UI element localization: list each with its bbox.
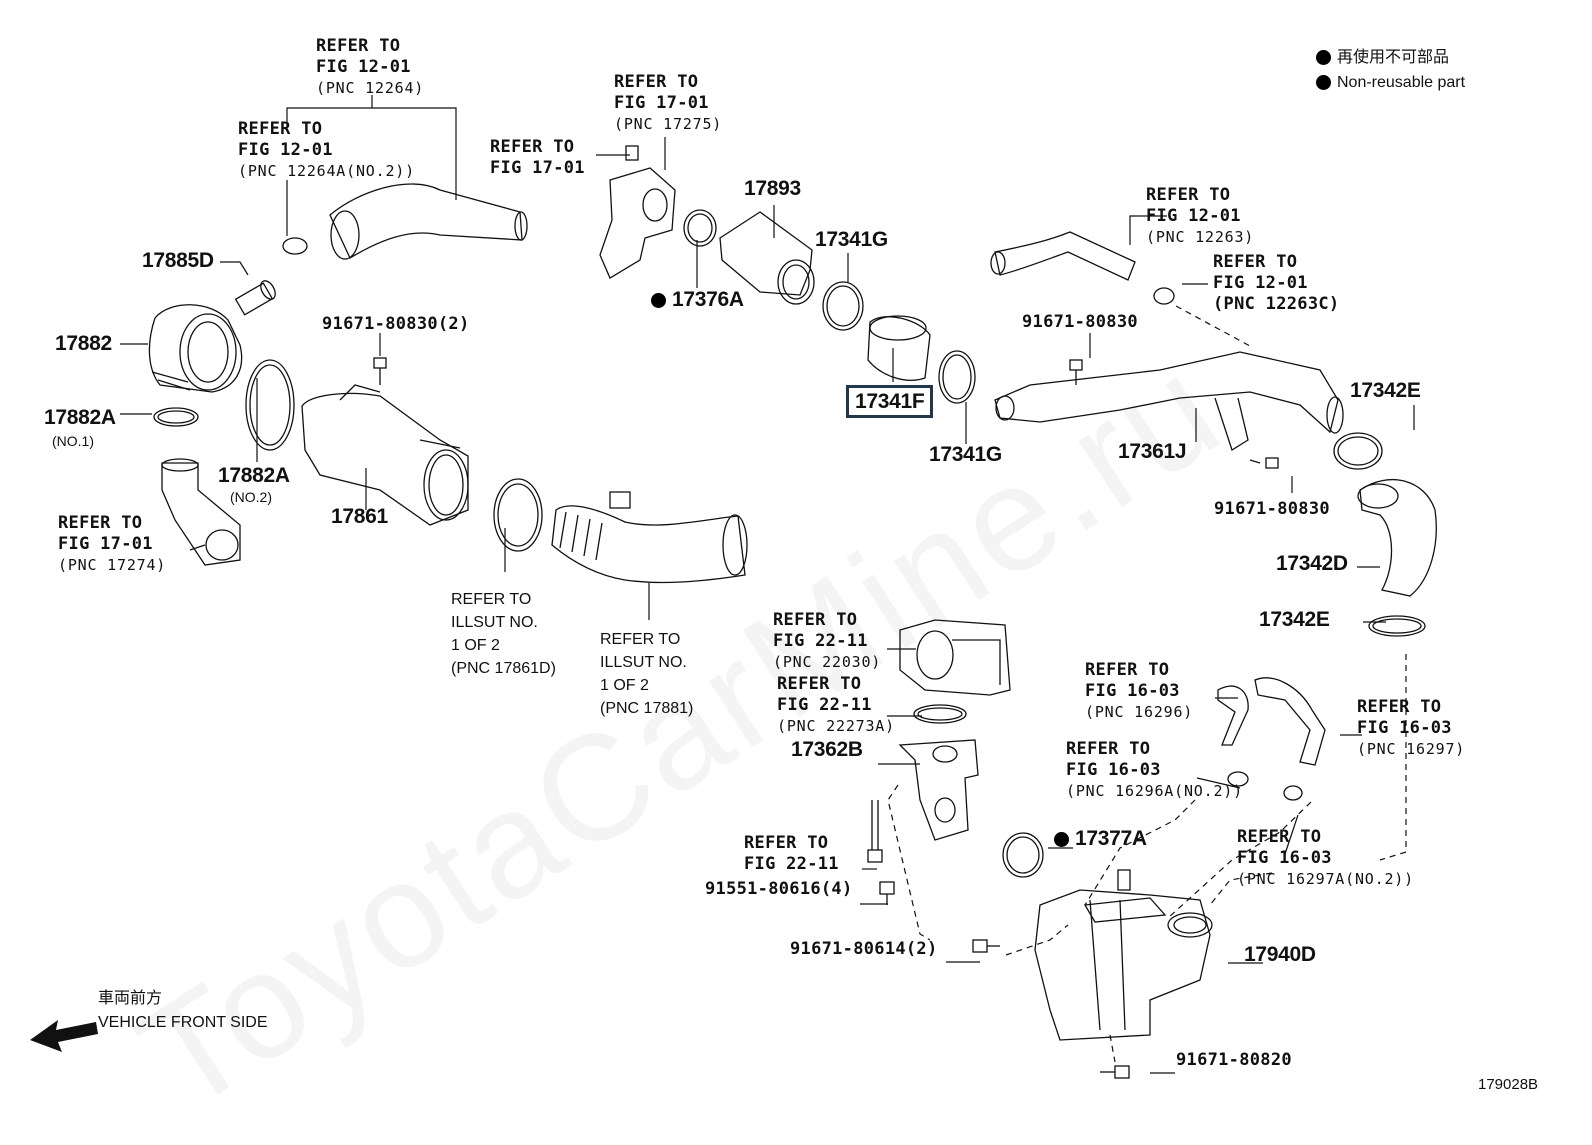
part-label-91671-80830-lower: 91671-80830 [1214,499,1330,519]
refer-callout-17881: REFER TO ILLSUT NO. 1 OF 2 (PNC 17881) [600,631,694,717]
part-label-17362B: 17362B [791,738,863,761]
legend-en: Non-reusable part [1316,75,1465,91]
adapter-17362B [900,740,978,840]
refer-callout-12264: REFER TO FIG 12-01 (PNC 12264) [316,36,425,97]
refer-callout-16296: REFER TO FIG 16-03 (PNC 16296) [1085,660,1194,721]
filled-dot-icon [651,292,666,308]
refer-callout-12264A: REFER TO FIG 12-01 (PNC 12264A(NO.2)) [238,119,415,180]
part-label-91671-80830-2: 91671-80830(2) [322,314,470,334]
hose-17881 [552,491,748,582]
part-label-17940D: 17940D [1244,943,1316,966]
hose-17882 [149,305,241,392]
bolt-b [1069,359,1083,385]
legend-jp: 再使用不可部品 [1316,50,1449,66]
front-side-jp: 車両前方 [98,990,163,1007]
refer-callout-16296A: REFER TO FIG 16-03 (PNC 16296A(NO.2)) [1066,739,1243,800]
bolt-a [373,357,387,385]
throttle-22030 [900,620,1010,695]
adapter-17893 [720,212,815,305]
part-label-17341F-highlighted: 17341F [846,385,934,418]
front-side-en: VEHICLE FRONT SIDE [98,1014,268,1031]
bolt-e [972,939,1000,953]
part-label-91671-80830-upper: 91671-80830 [1022,312,1138,332]
refer-callout-17275: REFER TO FIG 17-01 (PNC 17275) [614,72,723,133]
dashed-lines [888,306,1406,1062]
filled-dot-icon [1054,831,1069,847]
clamps [153,209,1426,878]
filled-dot-icon [1316,50,1331,66]
refer-callout-17274: REFER TO FIG 17-01 (PNC 17274) [58,513,167,574]
part-label-17377A: 17377A [1054,828,1147,849]
part-label-17882A-no1: 17882A [44,406,116,429]
connector-17885D [234,280,276,316]
pipe-12263 [990,232,1135,280]
refer-callout-17861D: REFER TO ILLSUT NO. 1 OF 2 (PNC 17861D) [451,591,556,677]
part-label-17885D: 17885D [142,249,214,272]
part-label-17882: 17882 [55,332,112,355]
part-note-17882A-no2: (NO.2) [230,489,272,505]
part-label-17342D: 17342D [1276,552,1348,575]
bolt-f [1100,1065,1130,1079]
pipe-17361J [995,352,1344,450]
diagram-artwork [30,0,1592,1079]
leader-lines [120,95,1414,1073]
hose-12264 [330,184,528,260]
refer-callout-16297A: REFER TO FIG 16-03 (PNC 16297A(NO.2)) [1237,827,1414,888]
part-note-17882A-no1: (NO.1) [52,433,94,449]
bolt-c [1250,457,1279,469]
figure-code: 179028B [1478,1076,1539,1093]
duct-17861 [302,385,469,525]
hose-17341F [868,315,930,380]
part-label-17342E-lower: 17342E [1259,608,1330,631]
refer-callout-12263: REFER TO FIG 12-01 (PNC 12263) [1146,185,1255,246]
refer-callout-16297: REFER TO FIG 16-03 (PNC 16297) [1357,697,1466,758]
part-label-17882A-no2: 17882A [218,464,290,487]
part-label-17376A: 17376A [651,289,744,310]
part-label-91551-80616: 91551-80616(4) [705,879,853,899]
refer-callout-fig-17-01: REFER TO FIG 17-01 [490,137,585,178]
bolt-d [879,881,895,905]
refer-callout-22030: REFER TO FIG 22-11 (PNC 22030) [773,610,882,671]
part-label-17342E-upper: 17342E [1350,379,1421,402]
intercooler-17940D [1035,869,1213,1040]
part-label-17341G-upper: 17341G [815,228,888,251]
hose-16297 [1255,678,1325,765]
part-label-17861: 17861 [331,505,388,528]
elbow-17274 [161,458,240,565]
refer-callout-22273A: REFER TO FIG 22-11 (PNC 22273A) [777,674,895,735]
hose-16296 [1218,686,1248,745]
refer-callout-fig-22-11: REFER TO FIG 22-11 [744,833,839,874]
elbow-17275 [600,145,675,278]
part-label-17341G-lower: 17341G [929,443,1002,466]
filled-dot-icon [1316,75,1331,91]
hose-17342D [1357,480,1436,596]
part-label-17893: 17893 [744,177,801,200]
part-label-17361J: 17361J [1118,440,1187,463]
front-arrow-shape [30,1020,98,1052]
bolt-long [867,800,883,863]
refer-callout-12263C: REFER TO FIG 12-01 (PNC 12263C) [1213,252,1340,314]
part-label-91671-80820: 91671-80820 [1176,1050,1292,1070]
part-label-91671-80614: 91671-80614(2) [790,939,938,959]
parts-diagram: ToyotaCarMine.ru [30,0,1592,1143]
